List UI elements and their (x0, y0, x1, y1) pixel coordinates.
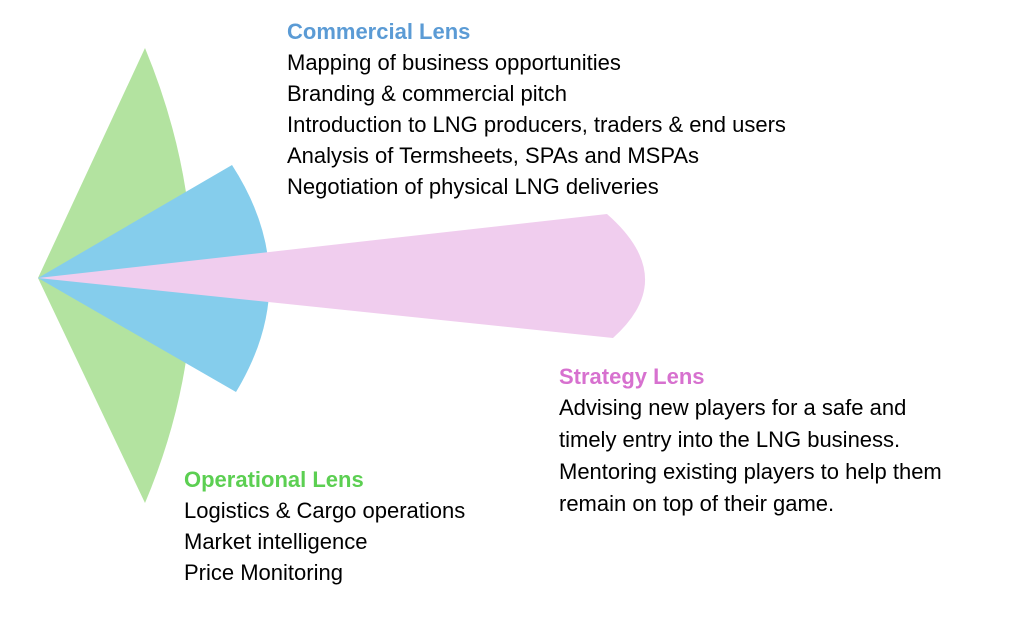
strategy-lens-item: remain on top of their game. (559, 491, 835, 516)
operational-lens-item: Price Monitoring (184, 560, 343, 585)
commercial-lens-item: Branding & commercial pitch (287, 81, 568, 106)
operational-lens-title: Operational Lens (184, 467, 364, 492)
strategy-wedge (38, 214, 646, 338)
commercial-lens-block: Commercial Lens Mapping of business oppo… (287, 17, 786, 202)
strategy-lens-title: Strategy Lens (559, 364, 705, 389)
commercial-lens-item: Negotiation of physical LNG deliveries (287, 174, 659, 199)
operational-lens-item: Logistics & Cargo operations (184, 498, 466, 523)
commercial-lens-item: Introduction to LNG producers, traders &… (287, 112, 786, 137)
commercial-lens-list: Mapping of business opportunities Brandi… (287, 47, 786, 202)
strategy-lens-block: Strategy Lens Advising new players for a… (559, 362, 942, 520)
commercial-lens-item: Mapping of business opportunities (287, 50, 621, 75)
strategy-lens-item: timely entry into the LNG business. (559, 427, 901, 452)
commercial-lens-title: Commercial Lens (287, 19, 471, 44)
operational-lens-item: Market intelligence (184, 529, 368, 554)
strategy-lens-list: Advising new players for a safe and time… (559, 392, 942, 520)
strategy-lens-item: Mentoring existing players to help them (559, 459, 942, 484)
commercial-lens-item: Analysis of Termsheets, SPAs and MSPAs (287, 143, 700, 168)
operational-lens-block: Operational Lens Logistics & Cargo opera… (184, 465, 465, 588)
strategy-lens-item: Advising new players for a safe and (559, 395, 907, 420)
operational-lens-list: Logistics & Cargo operations Market inte… (184, 495, 465, 588)
